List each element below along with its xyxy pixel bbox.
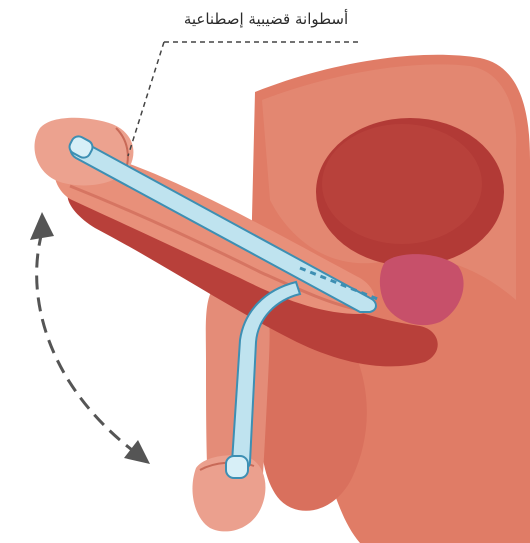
arrow-head-up bbox=[30, 212, 54, 240]
arrow-head-down bbox=[124, 440, 150, 464]
motion-arrow bbox=[30, 212, 150, 464]
bladder-shade bbox=[322, 124, 482, 244]
implant-label: أسطوانة قضيبية إصطناعية bbox=[184, 9, 348, 28]
